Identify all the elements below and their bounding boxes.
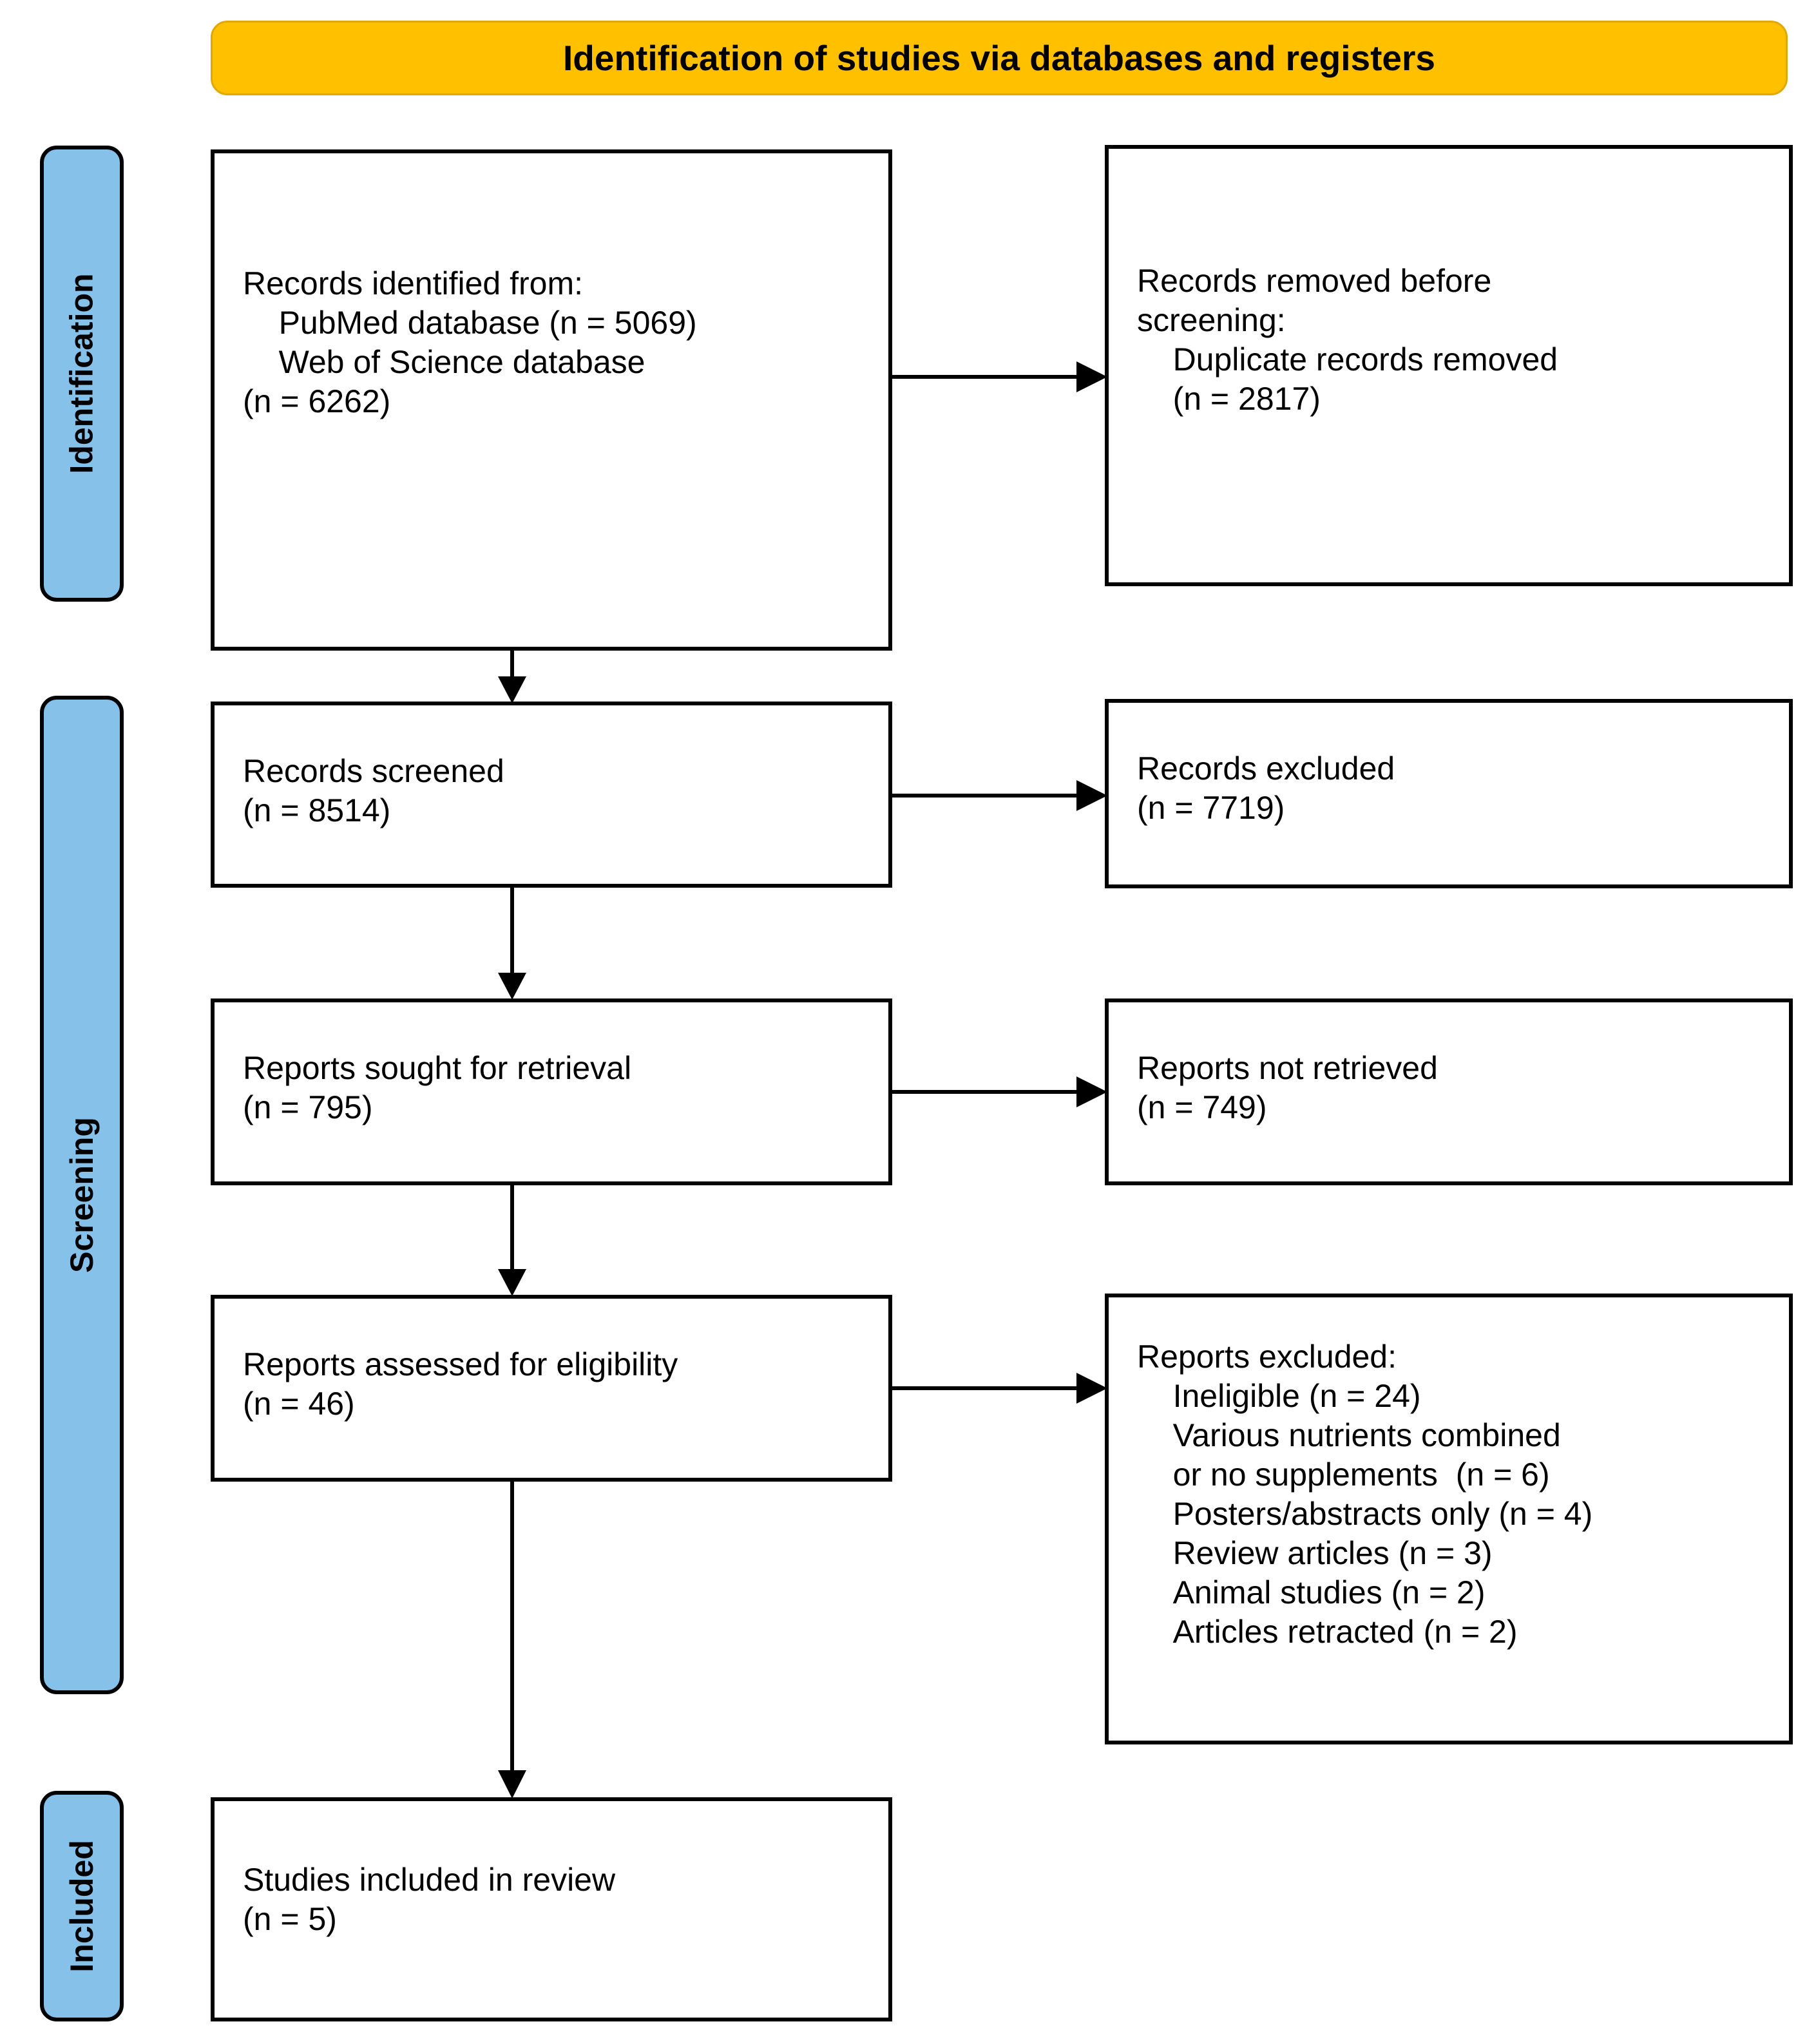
box-records-identified-text: Records identified from: PubMed database…	[243, 265, 697, 419]
box-reports-sought-text: Reports sought for retrieval (n = 795)	[243, 1050, 632, 1125]
box-reports-not-retrieved-text: Reports not retrieved (n = 749)	[1137, 1050, 1438, 1125]
arrow-assessed-to-reports-excluded-icon	[892, 1369, 1107, 1408]
arrow-sought-to-assessed-icon	[493, 1184, 531, 1296]
box-records-excluded-text: Records excluded (n = 7719)	[1137, 750, 1395, 826]
box-records-excluded: Records excluded (n = 7719)	[1105, 699, 1793, 888]
arrow-screened-to-sought-icon	[493, 886, 531, 1000]
box-studies-included-in-review: Studies included in review (n = 5)	[211, 1797, 892, 2021]
box-records-removed-before-screening: Records removed before screening: Duplic…	[1105, 145, 1793, 586]
box-reports-excluded: Reports excluded: Ineligible (n = 24) Va…	[1105, 1294, 1793, 1744]
arrow-identified-to-removed-icon	[892, 358, 1107, 396]
stage-label-included: Included	[40, 1791, 124, 2021]
stage-label-identification-text: Identification	[64, 273, 100, 474]
box-records-removed-text: Records removed before screening: Duplic…	[1137, 263, 1558, 417]
arrow-identified-to-screened-icon	[493, 649, 531, 703]
box-reports-sought-for-retrieval: Reports sought for retrieval (n = 795)	[211, 998, 892, 1185]
box-records-identified: Records identified from: PubMed database…	[211, 149, 892, 651]
arrow-sought-to-not-retrieved-icon	[892, 1073, 1107, 1111]
diagram-header-banner: Identification of studies via databases …	[211, 21, 1788, 95]
box-records-screened: Records screened (n = 8514)	[211, 702, 892, 888]
box-studies-included-text: Studies included in review (n = 5)	[243, 1862, 616, 1937]
arrow-screened-to-excluded-icon	[892, 776, 1107, 815]
stage-label-included-text: Included	[64, 1840, 100, 1972]
box-records-screened-text: Records screened (n = 8514)	[243, 753, 504, 828]
box-reports-assessed-for-eligibility: Reports assessed for eligibility (n = 46…	[211, 1295, 892, 1482]
box-reports-not-retrieved: Reports not retrieved (n = 749)	[1105, 998, 1793, 1185]
stage-label-identification: Identification	[40, 146, 124, 602]
stage-label-screening: Screening	[40, 696, 124, 1694]
stage-label-screening-text: Screening	[64, 1117, 100, 1273]
box-reports-excluded-text: Reports excluded: Ineligible (n = 24) Va…	[1137, 1339, 1593, 1650]
diagram-header-title: Identification of studies via databases …	[563, 38, 1435, 78]
arrow-assessed-to-included-icon	[493, 1480, 531, 1799]
box-reports-assessed-text: Reports assessed for eligibility (n = 46…	[243, 1346, 678, 1422]
